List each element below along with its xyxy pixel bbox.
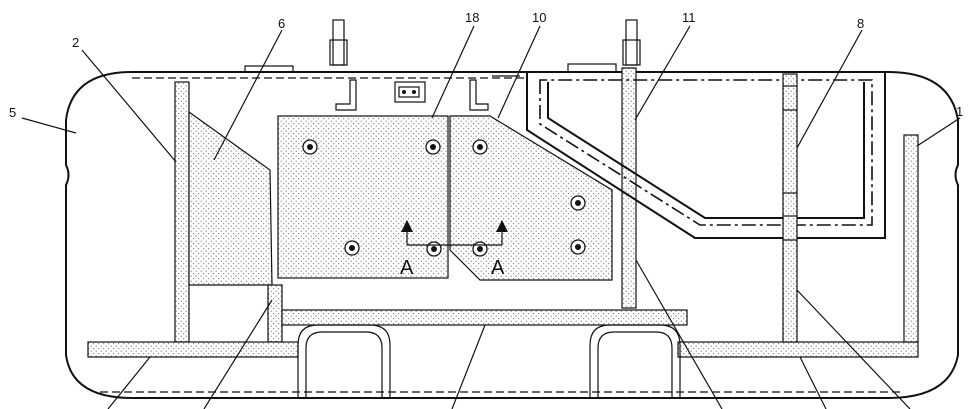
callout-5: 5 [9, 105, 16, 120]
callout-2: 2 [72, 35, 79, 50]
baffle-8-segments [783, 85, 797, 241]
top-bracket-hooks [335, 79, 489, 111]
panel-6 [188, 110, 273, 286]
callout-1: 1 [956, 104, 963, 119]
bolt [426, 241, 442, 257]
bottom-rail-right [677, 341, 919, 358]
pump-cradles [297, 324, 681, 398]
baffle-1 [903, 134, 919, 343]
section-mark-left: A [400, 257, 414, 279]
mounting-bolts [302, 139, 586, 257]
callout-6: 6 [278, 16, 285, 31]
panel-10 [449, 115, 613, 281]
baffle-11 [621, 67, 637, 309]
callout-8: 8 [857, 16, 864, 31]
bolt [425, 139, 441, 155]
bolt [472, 241, 488, 257]
support-post [267, 284, 283, 343]
bolt [570, 195, 586, 211]
bottom-rail-center [281, 309, 688, 326]
callout-10: 10 [532, 10, 546, 25]
bolt [472, 139, 488, 155]
top-fittings [244, 19, 641, 73]
bottom-leaders [107, 259, 911, 409]
bolt [570, 239, 586, 255]
callout-18: 18 [465, 10, 479, 25]
bolt [344, 240, 360, 256]
baffle-2 [174, 81, 190, 343]
electrical-connector [394, 75, 520, 103]
section-line-a-a [401, 220, 508, 246]
tank-shell [65, 71, 959, 399]
bottom-rail-left [87, 341, 299, 358]
callout-leaders [21, 25, 961, 163]
section-mark-right: A [491, 257, 505, 279]
callout-11: 11 [682, 10, 696, 25]
bolt [302, 139, 318, 155]
baffle-8 [782, 73, 798, 343]
panel-18 [277, 115, 449, 279]
